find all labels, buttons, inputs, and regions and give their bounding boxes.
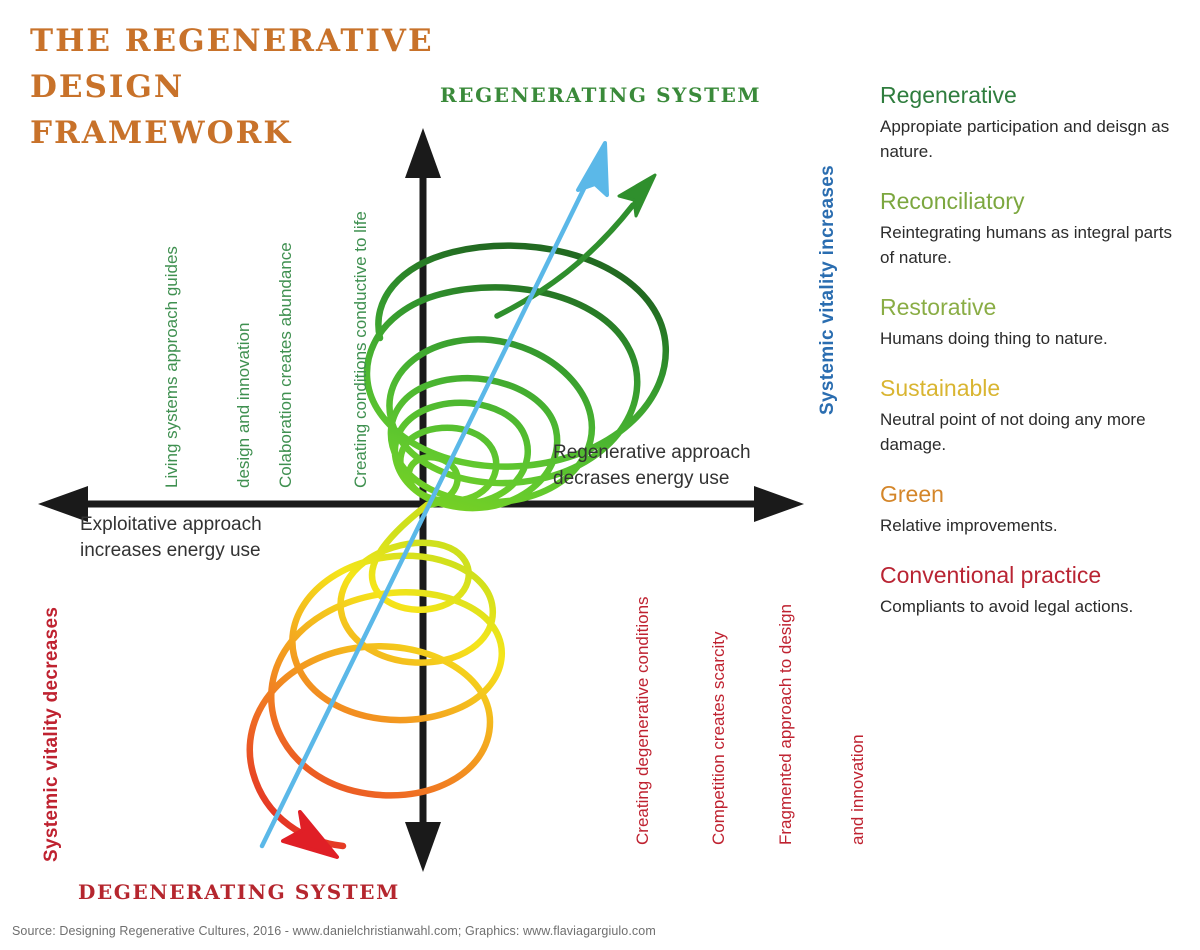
axis-arrow-left (38, 486, 88, 522)
regenerating-spiral (363, 242, 669, 512)
legend-desc-conventional-practice: Compliants to avoid legal actions. (880, 597, 1134, 616)
legend-desc-regenerative: Appropiate participation and deisgn as n… (880, 117, 1170, 161)
legend-term-reconciliatory: Reconciliatory (880, 188, 1025, 214)
label-creating-conditions-text: Creating conditions conductive to life (351, 211, 370, 488)
legend-term-sustainable: Sustainable (880, 375, 1001, 401)
legend-term-conventional-practice: Conventional practice (880, 562, 1102, 588)
label-colaboration-text: Colaboration creates abundance (276, 242, 295, 488)
green-trend-arrow (494, 202, 636, 319)
systemic-vitality-increases-label: Systemic vitality increases (817, 165, 838, 415)
label-fragmented-approach-line1: Fragmented approach to design (776, 604, 795, 845)
legend-desc-green: Relative improvements. (880, 516, 1058, 535)
axis-arrow-right (754, 486, 804, 522)
label-degenerative-conditions-text: Creating degenerative conditions (633, 596, 652, 845)
levels-legend-panel: Regenerative Appropiate participation an… (880, 80, 1180, 641)
legend-item-conventional-practice: Conventional practice Compliants to avoi… (880, 560, 1180, 619)
legend-item-restorative: Restorative Humans doing thing to nature… (880, 292, 1180, 351)
red-arrow-head (281, 810, 339, 859)
regenerative-approach-caption: Regenerative approach decrases energy us… (553, 442, 751, 489)
label-creating-conditions-conductive-to-life: Creating conditions conductive to life (303, 211, 395, 488)
source-footer: Source: Designing Regenerative Cultures,… (12, 924, 656, 938)
regenerative-design-diagram (38, 128, 804, 872)
trajectory-line (259, 165, 597, 849)
degenerating-system-label: DEGENERATING SYSTEM (78, 880, 400, 904)
legend-item-regenerative: Regenerative Appropiate participation an… (880, 80, 1180, 164)
legend-item-reconciliatory: Reconciliatory Reintegrating humans as i… (880, 186, 1180, 270)
legend-item-green: Green Relative improvements. (880, 479, 1180, 538)
degenerating-spiral (246, 501, 505, 850)
exploitative-approach-caption: Exploitative approach increases energy u… (80, 514, 262, 561)
legend-desc-reconciliatory: Reintegrating humans as integral parts o… (880, 223, 1172, 267)
regenerating-system-label: REGENERATING SYSTEM (440, 83, 762, 107)
page-title: THE REGENERATIVE DESIGN FRAMEWORK (30, 23, 434, 151)
systemic-vitality-decreases-label: Systemic vitality decreases (41, 606, 62, 862)
axis-arrow-up (405, 128, 441, 178)
legend-desc-sustainable: Neutral point of not doing any more dama… (880, 410, 1146, 454)
legend-term-regenerative: Regenerative (880, 82, 1017, 108)
label-fragmented-approach: Fragmented approach to design and innova… (726, 604, 894, 845)
green-arrow-head (617, 173, 657, 218)
axis-arrow-down (405, 822, 441, 872)
label-living-systems-approach-line1: Living systems approach guides (162, 246, 181, 488)
legend-term-restorative: Restorative (880, 294, 997, 320)
legend-term-green: Green (880, 481, 944, 507)
legend-item-sustainable: Sustainable Neutral point of not doing a… (880, 373, 1180, 457)
trajectory-arrow-head (576, 141, 609, 197)
legend-desc-restorative: Humans doing thing to nature. (880, 329, 1108, 348)
label-fragmented-approach-line2: and innovation (848, 734, 867, 845)
